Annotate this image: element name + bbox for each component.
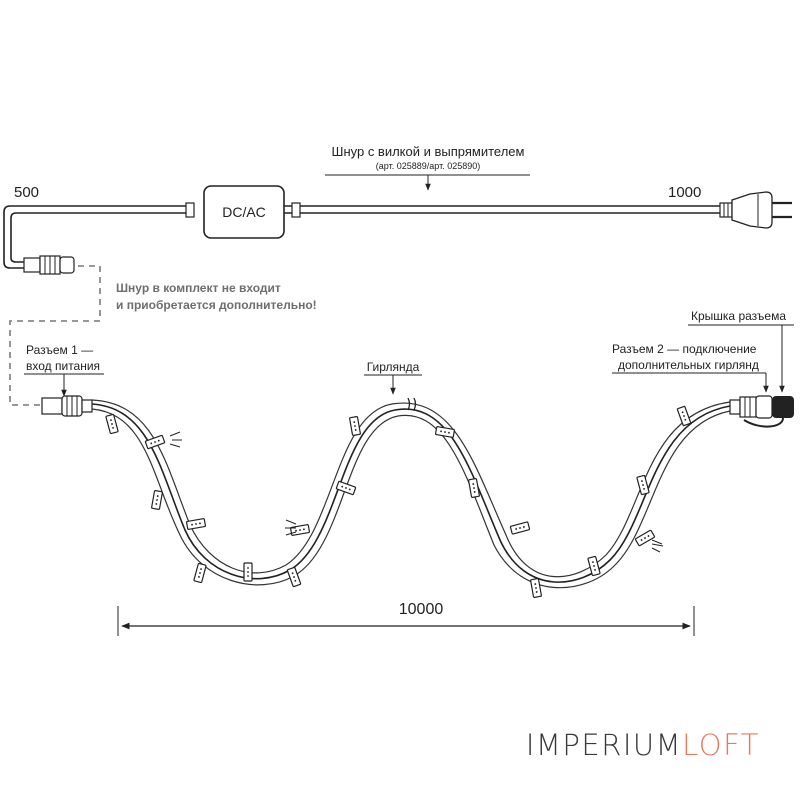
connector-2-icon [729,395,773,419]
garland-bulbs [105,405,692,599]
connector-2-line-2: дополнительных гирлянд [618,358,759,372]
logo-part-1: IMPERIUM [525,728,683,762]
bulb-icon [193,562,207,584]
note-line-1: Шнур в комплект не входит [116,281,281,295]
bulb-icon [335,480,357,496]
bulb-icon [634,529,656,547]
dc-ac-adapter-icon: DC/AC [203,185,285,239]
garland-label: Гирлянда [364,360,422,395]
bulb-icon [587,555,601,577]
bulb-icon [676,405,692,427]
bulb-icon [243,562,253,582]
optional-connection-path [9,265,101,406]
garland-title: Гирлянда [367,360,420,374]
cord-articles: (арт. 025889/арт. 025890) [376,161,480,171]
cord-title: Шнур с вилкой и выпрямителем [332,144,525,159]
cap-title: Крышка разъема [691,309,786,323]
bulb-icon [529,577,543,599]
connector-1-line-2: вход питания [26,359,100,373]
dimension-1000: 1000 [668,184,701,201]
connector-2-label: Разъем 2 — подключение дополнительных ги… [612,342,769,393]
length-label: 10000 [399,601,444,618]
connector-2-line-1: Разъем 2 — подключение [612,342,757,356]
bulb-icon [144,434,166,450]
connector-1-line-1: Разъем 1 — [26,343,93,357]
plug-icon [719,191,792,229]
length-dimension: 10000 [117,601,695,636]
connector-1-label: Разъем 1 — вход питания [24,343,104,397]
connector-cap-icon [743,396,794,428]
cord-connector-icon [23,255,75,275]
bulb-icon [289,523,311,537]
purchase-note: Шнур в комплект не входит и приобретаетс… [116,281,317,312]
adapter-label: DC/AC [222,204,266,220]
logo-part-2: LOFT [682,728,760,762]
bulb-icon [185,517,207,531]
note-line-2: и приобретается дополнительно! [116,298,317,312]
cap-label: Крышка разъема [688,309,794,393]
dimension-500: 500 [14,184,39,201]
bulb-icon [509,521,531,535]
bulb-icon [150,489,164,511]
connector-1-icon [41,395,93,417]
bulb-icon [348,415,362,437]
brand-logo: IMPERIUMLOFT [526,728,760,762]
garland-wire [91,397,731,589]
power-cord: Шнур с вилкой и выпрямителем (арт. 02588… [3,144,792,275]
bulb-icon [286,566,302,588]
bulb-icon [467,477,481,499]
